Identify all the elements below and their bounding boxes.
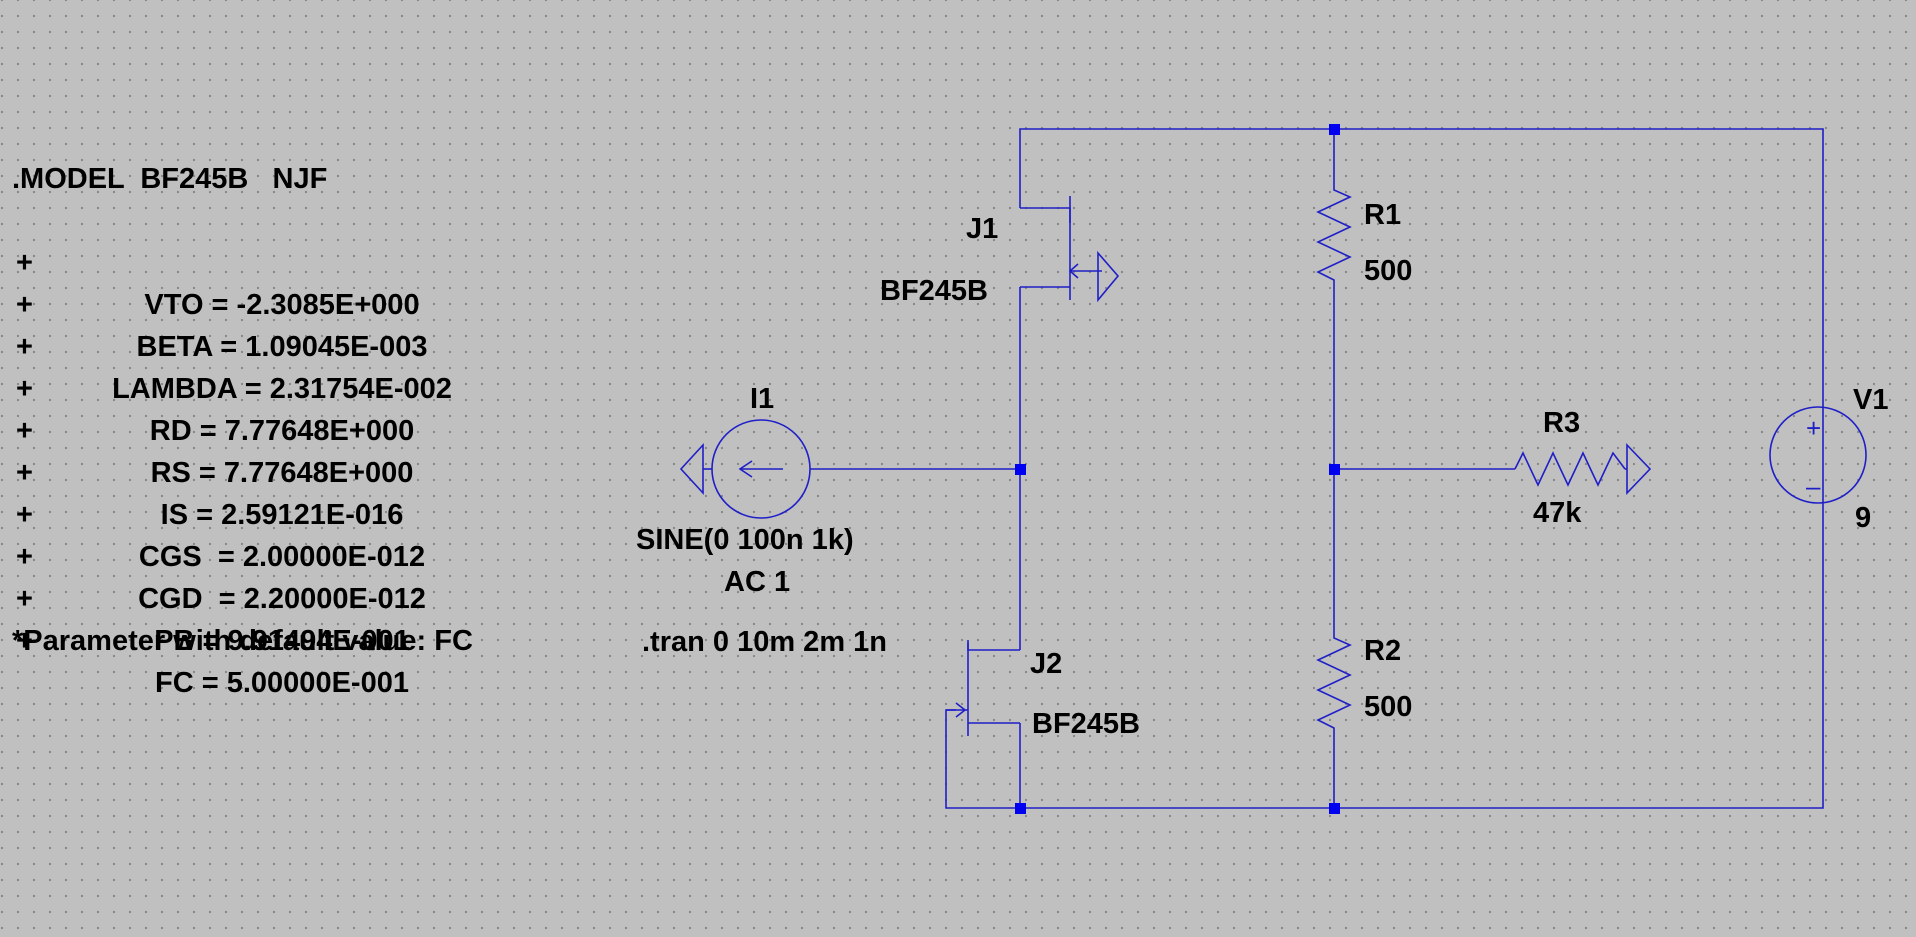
param-prefix: + <box>16 247 33 279</box>
param-pb: PB = 9.91494E-001 <box>154 625 410 657</box>
model-param-row: + CGS = 2.00000E-012 <box>12 452 532 573</box>
j1-name: J1 <box>966 213 998 245</box>
j2-gate-arrow <box>955 702 967 718</box>
jfet-j2[interactable]: J2 BF245B <box>946 640 1140 740</box>
param-rs: RS = 7.77648E+000 <box>150 457 414 489</box>
r3-value: 47k <box>1533 497 1582 529</box>
junction-dot <box>1015 464 1026 475</box>
r2-zigzag <box>1316 628 1352 738</box>
r1-name: R1 <box>1364 199 1401 231</box>
param-prefix: + <box>16 625 33 657</box>
param-cgd: CGD = 2.20000E-012 <box>138 583 426 615</box>
param-prefix: + <box>16 331 33 363</box>
junction-dot <box>1329 124 1340 135</box>
model-header: .MODEL BF245B NJF <box>12 163 328 195</box>
v1-plus-icon: + <box>1806 413 1821 443</box>
i1-value: SINE(0 100n 1k) <box>636 524 854 556</box>
param-cgs: CGS = 2.00000E-012 <box>138 541 426 573</box>
param-beta: BETA = 1.09045E-003 <box>136 331 428 363</box>
model-param-row: + FC = 5.00000E-001 <box>12 578 532 699</box>
param-vto: VTO = -2.3085E+000 <box>144 289 420 321</box>
jfet-j1[interactable]: J1 BF245B <box>880 196 1120 307</box>
r1-value: 500 <box>1364 255 1412 287</box>
i1-ac: AC 1 <box>724 566 790 598</box>
j2-name: J2 <box>1030 648 1062 680</box>
j2-drain-lead <box>967 643 1020 651</box>
param-prefix: + <box>16 583 33 615</box>
j1-drain-lead <box>1020 207 1071 223</box>
r2-value: 500 <box>1364 691 1412 723</box>
i1-name: I1 <box>750 383 774 415</box>
current-source-i1[interactable]: I1 SINE(0 100n 1k) AC 1 <box>636 383 854 598</box>
i1-arrow-icon <box>738 460 753 478</box>
resistor-r2[interactable]: R2 500 <box>1316 628 1412 738</box>
r3-name: R3 <box>1543 407 1580 439</box>
param-rd: RD = 7.77648E+000 <box>149 415 415 447</box>
model-param-row: + VTO = -2.3085E+000 <box>12 200 532 321</box>
param-prefix: + <box>16 415 33 447</box>
model-param-row: + BETA = 1.09045E-003 <box>12 242 532 363</box>
param-is: IS = 2.59121E-016 <box>160 499 404 531</box>
model-param-row: + PB = 9.91494E-001 <box>12 536 532 657</box>
r1-zigzag <box>1316 180 1352 290</box>
param-prefix: + <box>16 457 33 489</box>
model-param-row: + IS = 2.59121E-016 <box>12 410 532 531</box>
param-prefix: + <box>16 541 33 573</box>
param-prefix: + <box>16 499 33 531</box>
r3-port-icon <box>1626 443 1652 495</box>
junctions <box>1015 124 1340 814</box>
resistor-r3[interactable]: R3 47k <box>1514 407 1652 529</box>
v1-circle-icon <box>1769 406 1867 504</box>
tran-directive[interactable]: .tran 0 10m 2m 1n <box>642 626 887 658</box>
param-lambda: LAMBDA = 2.31754E-002 <box>112 373 452 405</box>
param-prefix: + <box>16 373 33 405</box>
resistor-r1[interactable]: R1 500 <box>1316 180 1412 290</box>
v1-value: 9 <box>1855 502 1871 534</box>
r3-zigzag <box>1514 451 1626 487</box>
v1-minus-icon: – <box>1806 471 1821 501</box>
junction-dot <box>1329 803 1340 814</box>
r2-name: R2 <box>1364 635 1401 667</box>
model-footer-comment: *Parameter with default value: FC <box>12 625 473 657</box>
param-prefix: + <box>16 289 33 321</box>
model-param-row: + CGD = 2.20000E-012 <box>12 494 532 615</box>
model-param-row: + RS = 7.77648E+000 <box>12 368 532 489</box>
i1-port-icon <box>679 442 704 496</box>
v1-name: V1 <box>1853 384 1888 416</box>
param-fc: FC = 5.00000E-001 <box>155 667 409 699</box>
j1-gate-port-icon <box>1097 250 1120 303</box>
j1-gate-arrow <box>1068 263 1079 279</box>
wire-top[interactable] <box>1019 128 1824 427</box>
junction-dot <box>1015 803 1026 814</box>
model-param-row: + RD = 7.77648E+000 <box>12 326 532 447</box>
j2-model: BF245B <box>1032 708 1140 740</box>
j1-model: BF245B <box>880 275 988 307</box>
wires <box>810 128 1824 809</box>
junction-dot <box>1329 464 1340 475</box>
voltage-source-v1[interactable]: + – V1 9 <box>1769 384 1888 534</box>
model-param-row: + LAMBDA = 2.31754E-002 <box>12 284 532 405</box>
